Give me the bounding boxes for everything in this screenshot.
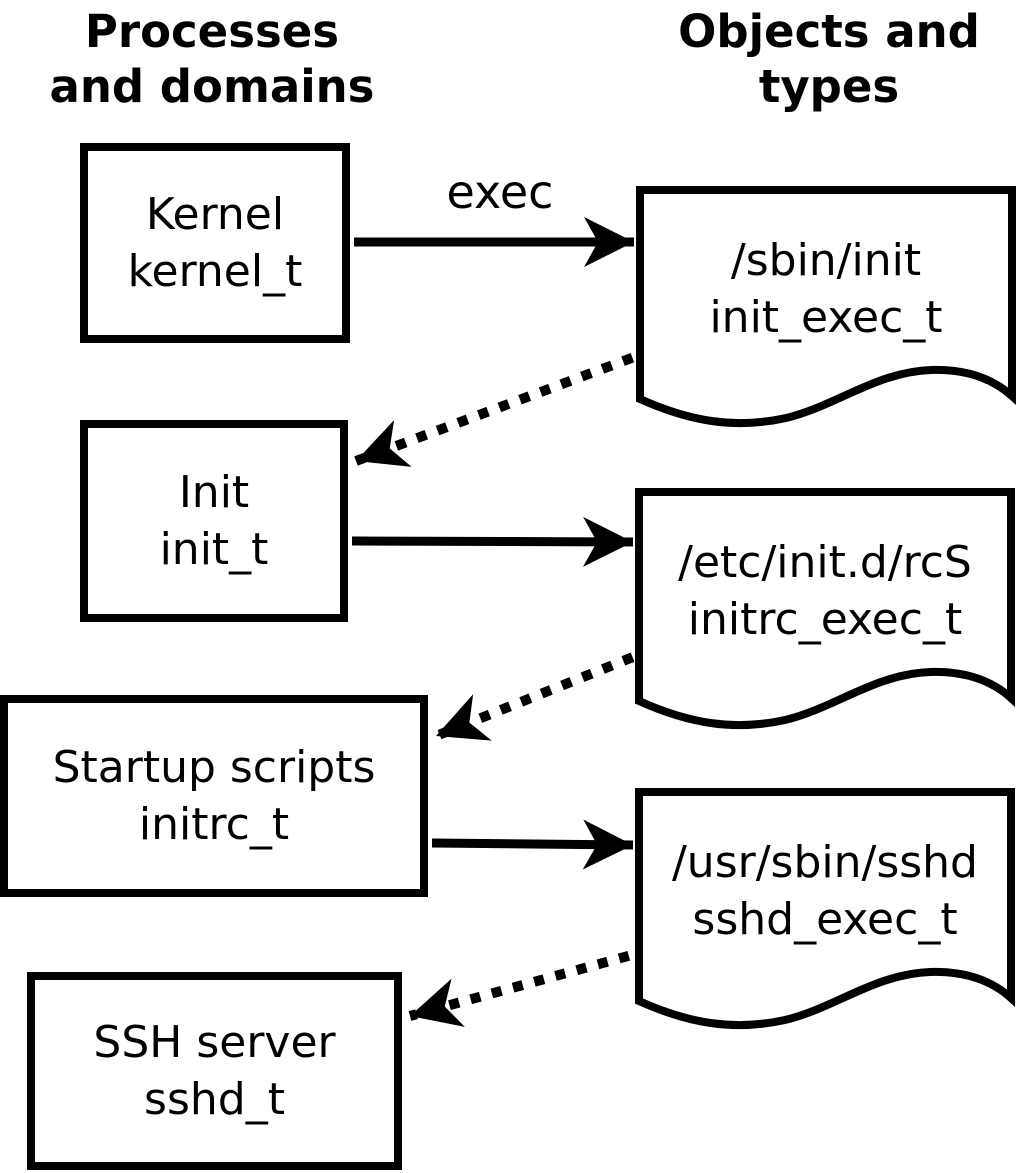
object-type: sshd_exec_t	[692, 894, 958, 945]
process-label: Kernel	[145, 189, 285, 240]
object-text: /etc/init.d/rcS initrc_exec_t	[643, 496, 1007, 686]
process-label: Startup scripts	[52, 742, 376, 793]
object-text: /usr/sbin/sshd sshd_exec_t	[643, 796, 1007, 986]
document-outline	[635, 488, 1015, 730]
process-box-kernel: Kernel kernel_t	[80, 143, 350, 343]
domain-label: kernel_t	[127, 246, 303, 297]
domain-label: sshd_t	[144, 1074, 285, 1125]
process-box-ssh-server: SSH server sshd_t	[27, 972, 402, 1170]
column-header-processes-line2: and domains	[49, 60, 375, 113]
object-type: initrc_exec_t	[687, 594, 963, 645]
process-label: SSH server	[93, 1017, 336, 1068]
document-outline	[635, 788, 1015, 1030]
object-shape-etc-initd-rcs: /etc/init.d/rcS initrc_exec_t	[635, 488, 1017, 738]
process-box-init: Init init_t	[80, 420, 348, 622]
object-shape-usr-sbin-sshd: /usr/sbin/sshd sshd_exec_t	[635, 788, 1017, 1038]
column-header-objects: Objects and types	[636, 4, 1022, 114]
domain-label: init_t	[159, 524, 269, 575]
object-shape-sbin-init: /sbin/init init_exec_t	[636, 186, 1018, 436]
process-label: Init	[178, 467, 250, 518]
document-outline	[636, 186, 1016, 428]
transition-arrow-rcs-to-initrc-domain	[434, 644, 655, 741]
object-path: /sbin/init	[730, 235, 922, 286]
column-header-processes: Processes and domains	[12, 4, 412, 114]
exec-arrow-initrc-to-sshd-binary	[431, 819, 634, 870]
transition-arrow-sbin-init-to-init-domain	[354, 345, 655, 467]
column-header-objects-line2: types	[758, 60, 900, 113]
exec-arrow-init-to-rcs	[351, 516, 634, 567]
object-text: /sbin/init init_exec_t	[644, 194, 1008, 384]
process-box-startup-scripts: Startup scripts initrc_t	[0, 695, 428, 897]
object-type: init_exec_t	[709, 292, 943, 343]
object-path: /usr/sbin/sshd	[671, 837, 978, 888]
domain-label: initrc_t	[138, 799, 290, 850]
column-header-processes-line1: Processes	[84, 5, 340, 58]
transition-arrow-sshd-binary-to-sshd-domain	[408, 945, 652, 1027]
object-path: /etc/init.d/rcS	[678, 537, 972, 588]
column-header-objects-line1: Objects and	[678, 5, 980, 58]
exec-arrow-label: exec	[446, 165, 554, 219]
